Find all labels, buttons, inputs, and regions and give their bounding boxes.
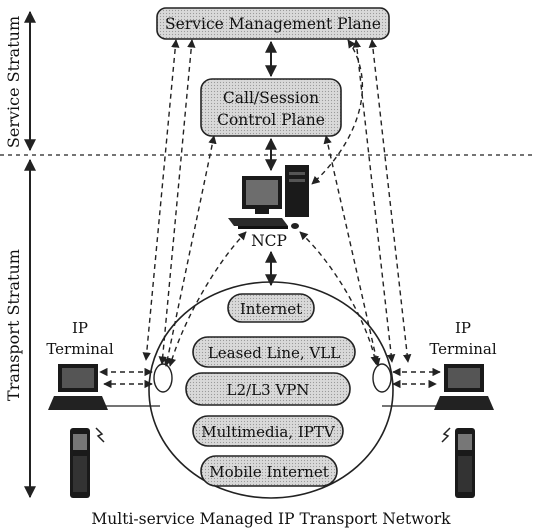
right-edge-node bbox=[372, 363, 392, 393]
ncp-label: NCP bbox=[251, 232, 287, 250]
service-management-plane-label: Service Management Plane bbox=[165, 15, 381, 33]
service-internet-label: Internet bbox=[240, 300, 302, 318]
network-caption: Multi-service Managed IP Transport Netwo… bbox=[91, 510, 451, 528]
call-session-control-plane: Call/Session Control Plane bbox=[200, 78, 342, 137]
service-leased-line: Leased Line, VLL bbox=[192, 336, 356, 368]
service-l2l3-vpn: L2/L3 VPN bbox=[185, 372, 351, 406]
left-terminal-label-line2: Terminal bbox=[46, 340, 114, 358]
right-laptop-icon bbox=[434, 364, 494, 410]
service-leased-line-label: Leased Line, VLL bbox=[208, 344, 340, 362]
right-terminal-label-line1: IP bbox=[455, 319, 471, 337]
service-mobile-internet: Mobile Internet bbox=[200, 455, 338, 487]
ncp-computer-icon bbox=[228, 165, 309, 229]
service-stratum-label: Service Stratum bbox=[4, 16, 23, 148]
control-dashed-lines bbox=[99, 39, 441, 389]
service-internet: Internet bbox=[227, 293, 315, 323]
left-mobile-phone-icon bbox=[70, 427, 105, 498]
left-terminal-label-line1: IP bbox=[72, 319, 88, 337]
service-l2l3-vpn-label: L2/L3 VPN bbox=[227, 381, 310, 399]
service-multimedia-iptv-label: Multimedia, IPTV bbox=[201, 423, 336, 441]
transport-stratum-label: Transport Stratum bbox=[4, 249, 23, 401]
right-mobile-phone-icon bbox=[441, 427, 475, 498]
service-multimedia-iptv: Multimedia, IPTV bbox=[192, 415, 344, 447]
service-mobile-internet-label: Mobile Internet bbox=[209, 463, 328, 481]
service-management-plane: Service Management Plane bbox=[156, 7, 390, 40]
call-session-label-line1: Call/Session bbox=[223, 89, 319, 107]
right-terminal-label-line2: Terminal bbox=[429, 340, 497, 358]
call-session-label-line2: Control Plane bbox=[217, 111, 325, 129]
left-edge-node bbox=[153, 363, 173, 393]
left-laptop-icon bbox=[48, 364, 108, 410]
network-ellipse bbox=[148, 281, 394, 499]
